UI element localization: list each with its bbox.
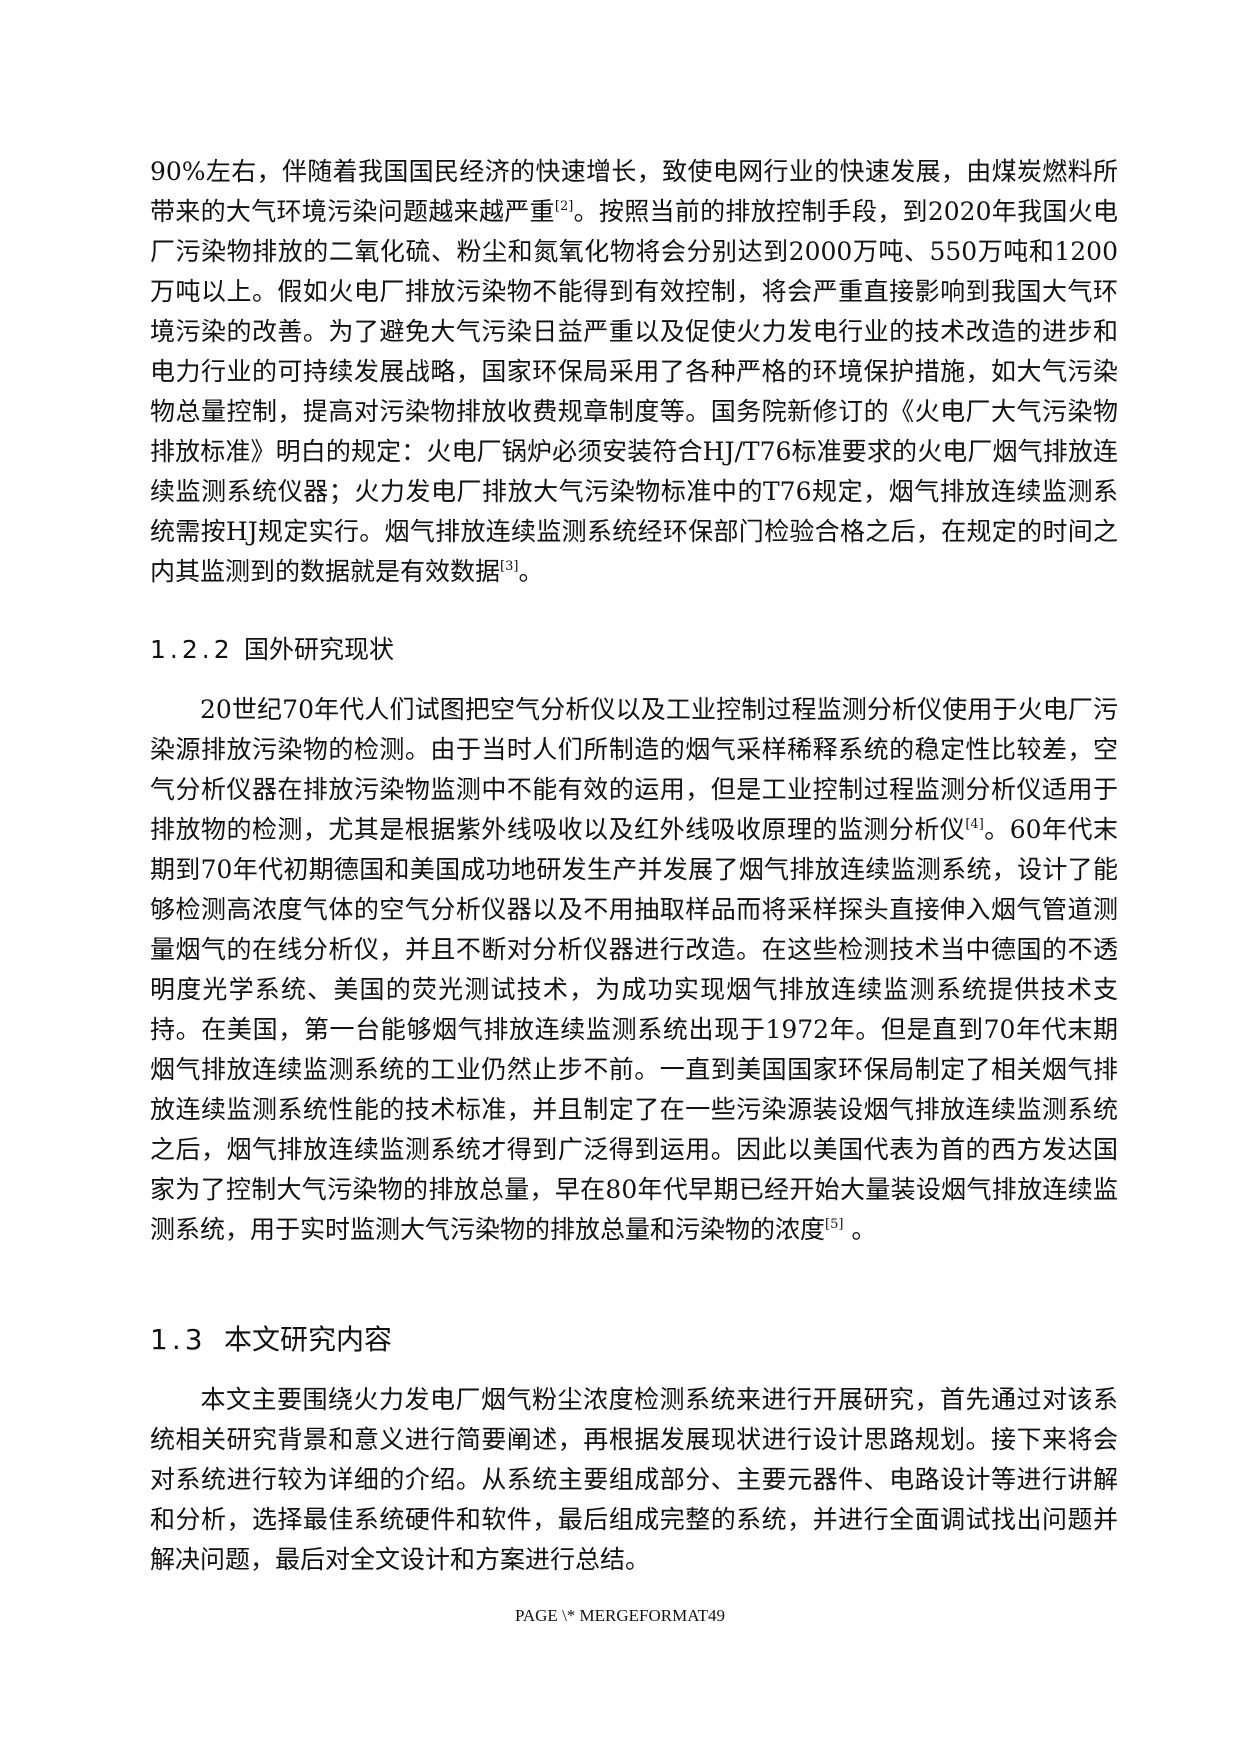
citation-ref[interactable]: [3] <box>500 559 519 574</box>
paragraph-text: 本文主要围绕火力发电厂烟气粉尘浓度检测系统来进行开展研究，首先通过对该系统相关研… <box>150 1385 1118 1574</box>
paragraph-research-content: 本文主要围绕火力发电厂烟气粉尘浓度检测系统来进行开展研究，首先通过对该系统相关研… <box>150 1380 1118 1580</box>
paragraph-text: 。 <box>843 1215 877 1244</box>
citation-ref[interactable]: [2] <box>554 199 574 214</box>
paragraph-domestic-status: 90%左右，伴随着我国国民经济的快速增长，致使电网行业的快速发展，由煤炭燃料所带… <box>150 152 1118 592</box>
paragraph-foreign-status: 20世纪70年代人们试图把空气分析仪以及工业控制过程监测分析仪使用于火电厂污染源… <box>150 690 1118 1250</box>
paragraph-text: 。 <box>518 557 544 586</box>
section-title: 本文研究内容 <box>224 1323 393 1356</box>
citation-ref[interactable]: [4] <box>965 817 984 832</box>
paragraph-text: 20世纪70年代人们试图把空气分析仪以及工业控制过程监测分析仪使用于火电厂污染源… <box>150 695 1118 844</box>
page-footer-field: PAGE \* MERGEFORMAT49 <box>514 1606 726 1625</box>
section-number: 1.3 <box>150 1323 207 1356</box>
paragraph-text: 。60年代末期到70年代初期德国和美国成功地研发生产并发展了烟气排放连续监测系统… <box>150 815 1118 1244</box>
section-heading-1-3: 1.3 本文研究内容 <box>150 1318 392 1362</box>
section-title: 国外研究现状 <box>244 635 395 664</box>
paragraph-text: 。按照当前的排放控制手段，到2020年我国火电厂污染物排放的二氧化硫、粉尘和氮氧… <box>150 197 1118 586</box>
citation-ref[interactable]: [5] <box>825 1217 844 1232</box>
paragraph-text: 90%左右，伴随着我国国民经济的快速增长，致使电网行业的快速发展，由煤炭燃料所带… <box>150 157 1118 226</box>
section-number: 1.2.2 <box>150 635 234 664</box>
section-heading-1-2-2: 1.2.2 国外研究现状 <box>150 630 394 670</box>
